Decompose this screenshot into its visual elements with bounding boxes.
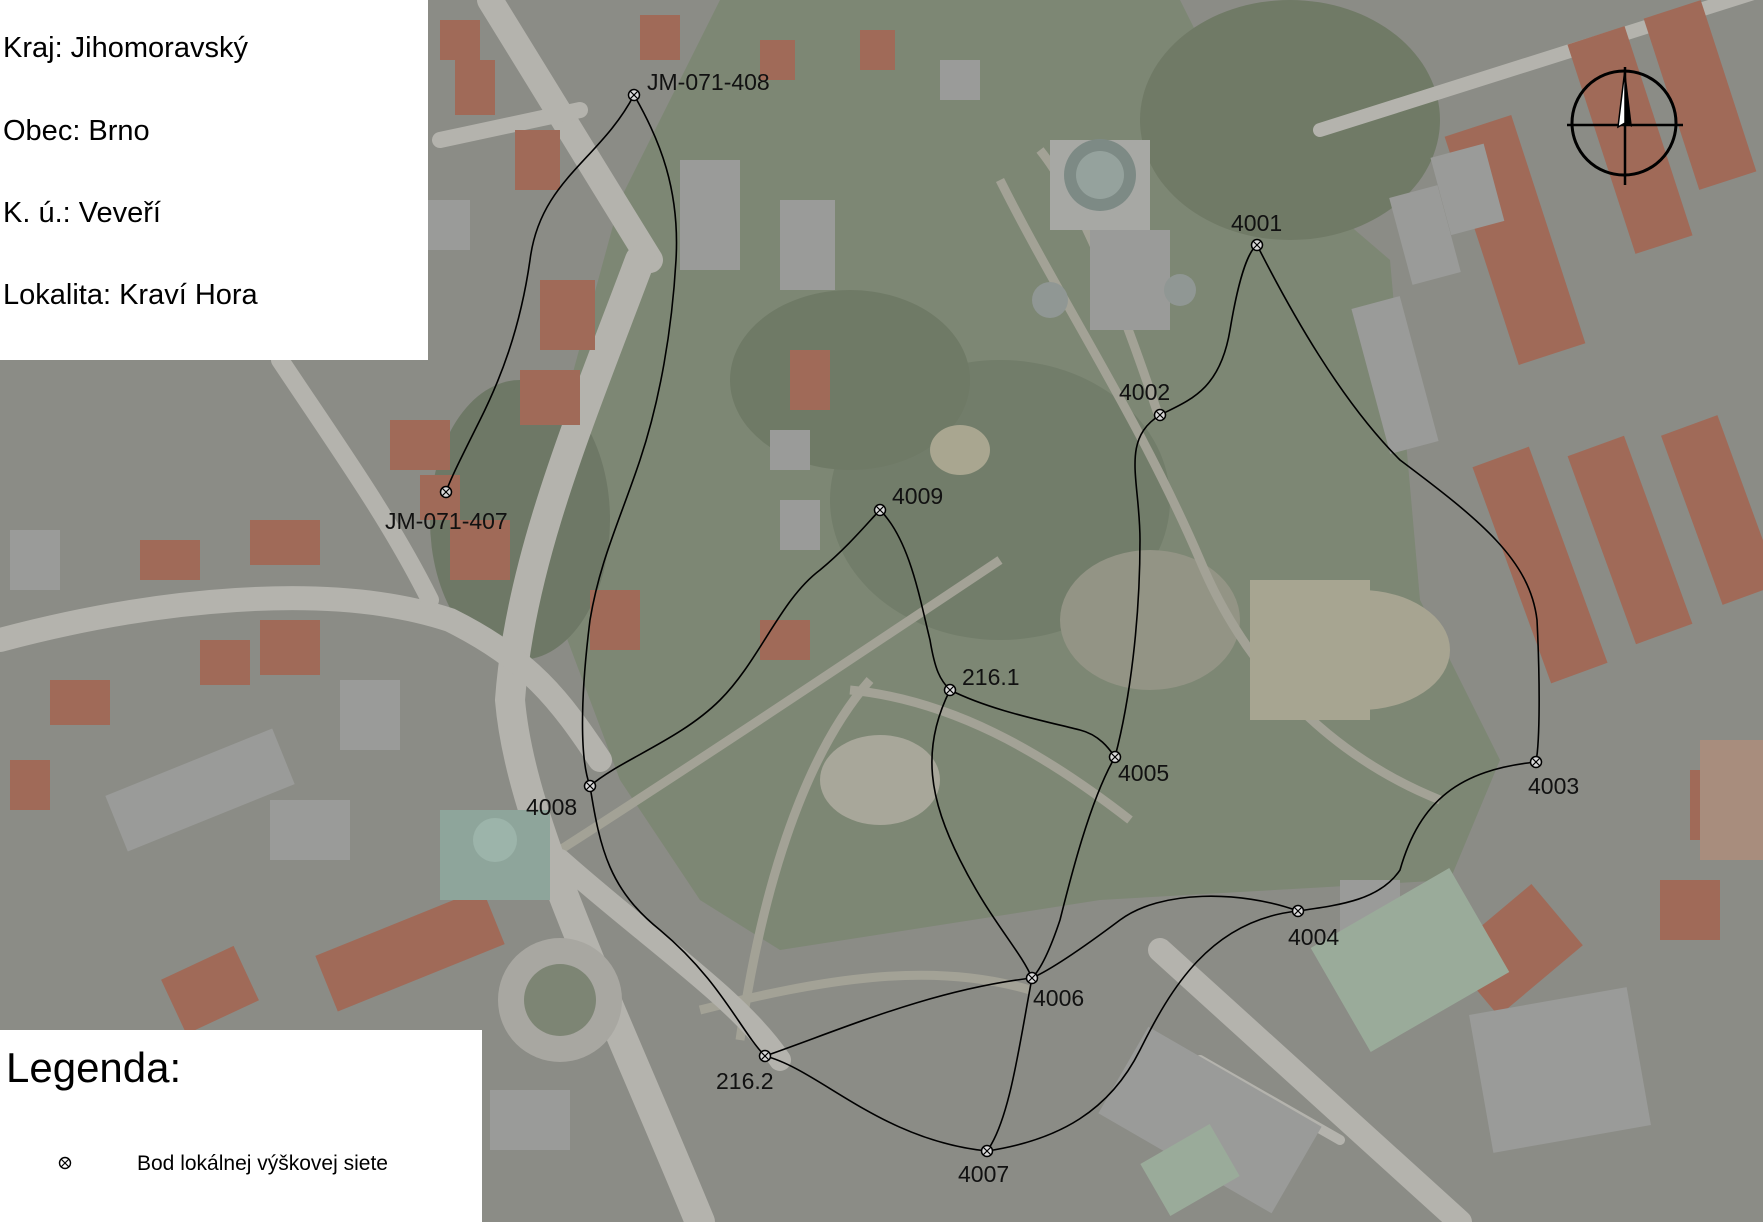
point-label-p4001: 4001 [1231, 210, 1282, 236]
roundabout [498, 938, 622, 1062]
legend-title: Legenda: [6, 1044, 182, 1091]
legend-panel: Legenda: Bod lokálnej výškovej siete [0, 1030, 482, 1222]
network-point-p4007[interactable] [980, 1144, 994, 1158]
point-label-p2161: 216.1 [962, 664, 1020, 690]
network-point-p4008[interactable] [583, 779, 597, 793]
point-label-p4002: 4002 [1119, 379, 1170, 405]
cadastral-area-label: K. ú.: Veveří [3, 197, 161, 229]
network-point-p4001[interactable] [1250, 238, 1264, 252]
point-label-jm407: JM-071-407 [385, 508, 508, 534]
network-point-p4006[interactable] [1025, 971, 1039, 985]
point-label-p2162: 216.2 [716, 1068, 774, 1094]
network-point-p4002[interactable] [1153, 408, 1167, 422]
network-point-p2161[interactable] [943, 683, 957, 697]
point-label-jm408: JM-071-408 [647, 69, 770, 95]
network-point-p4005[interactable] [1108, 750, 1122, 764]
network-point-p2162[interactable] [758, 1049, 772, 1063]
network-point-p4009[interactable] [873, 503, 887, 517]
municipality-label: Obec: Brno [3, 115, 150, 147]
network-point-p4003[interactable] [1529, 755, 1543, 769]
point-label-p4008: 4008 [526, 794, 577, 820]
point-label-p4003: 4003 [1528, 773, 1579, 799]
point-label-p4007: 4007 [958, 1161, 1009, 1187]
point-label-p4004: 4004 [1288, 924, 1339, 950]
north-arrow-icon [1567, 67, 1683, 185]
network-lines [445, 94, 1540, 1152]
network-point-p4004[interactable] [1291, 904, 1305, 918]
point-label-p4006: 4006 [1033, 985, 1084, 1011]
locality-label: Lokalita: Kraví Hora [3, 279, 258, 311]
network-point-jm407[interactable] [439, 485, 453, 499]
info-panel: Kraj: Jihomoravský Obec: Brno K. ú.: Vev… [0, 0, 428, 360]
network-point-jm408[interactable] [627, 88, 641, 102]
network-points [439, 88, 1543, 1158]
region-label: Kraj: Jihomoravský [3, 32, 248, 64]
circle-cross-icon [58, 1156, 72, 1170]
point-label-p4005: 4005 [1118, 760, 1169, 786]
buildings [10, 0, 1763, 1216]
point-label-p4009: 4009 [892, 483, 943, 509]
legend-item-label: Bod lokálnej výškovej siete [137, 1152, 388, 1175]
